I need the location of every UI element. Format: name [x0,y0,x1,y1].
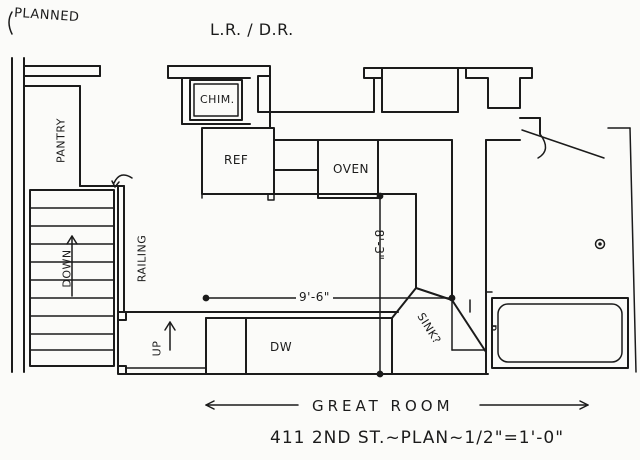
dimension-horizontal-label: 9'-6" [296,290,333,304]
railing-label: RAILING [135,234,149,283]
chimney [181,77,251,125]
up-label: UP [150,340,164,357]
great-room-arrow [205,400,589,410]
great-room-label: GREAT ROOM [312,397,454,415]
chimney-label: CHIM. [200,93,235,106]
kitchen-counter [273,139,521,373]
bathtub [485,291,629,369]
oven-label: OVEN [333,162,370,176]
planned-parenthesis-icon [8,11,13,35]
top-wall [167,65,637,373]
up-arrow [164,321,176,351]
refrigerator-label: REF [224,153,249,167]
down-label: DOWN [60,249,74,288]
dishwasher-label: DW [270,340,293,354]
plan-title: 411 2ND ST.~PLAN~1/2"=1'-0" [270,428,565,448]
left-wall [11,57,101,373]
refrigerator [201,127,275,201]
pantry [23,85,81,187]
room-label-lr-dr: L.R. / D.R. [210,20,294,39]
pantry-label: PANTRY [54,117,68,164]
staircase [29,174,133,373]
lower-counter [125,287,489,375]
dimension-vertical-label: 8'-3" [372,229,386,261]
railing-posts [117,311,127,375]
down-arrow [66,235,78,297]
drain-icon [594,238,606,250]
